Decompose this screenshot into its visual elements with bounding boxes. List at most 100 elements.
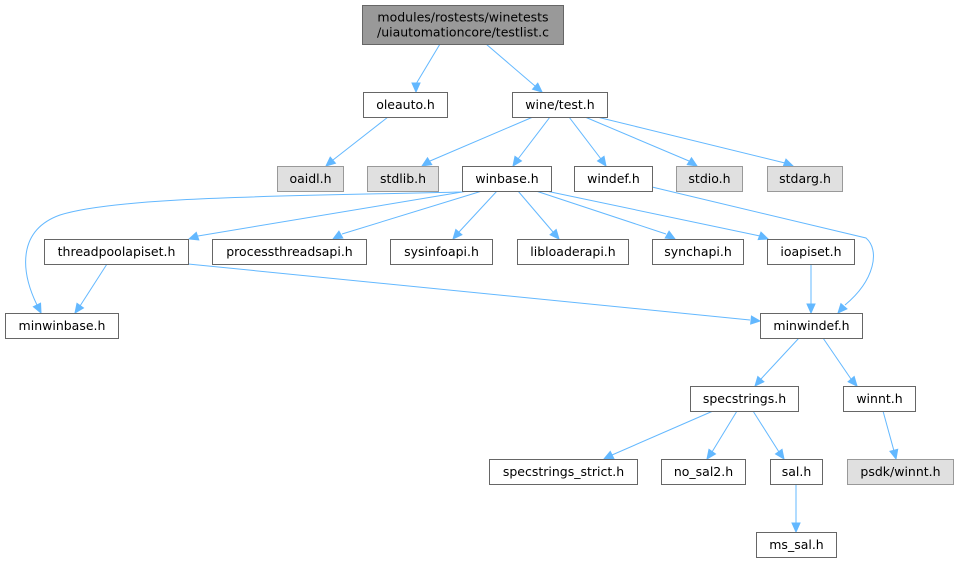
node-stdio[interactable]: stdio.h [676,166,743,192]
node-label: wine/test.h [525,97,594,112]
edge-line [651,186,874,306]
node-box [767,239,855,265]
node-label: stdarg.h [779,171,831,186]
edge-winbase-to-libloaderapi [517,190,560,240]
node-stdlib[interactable]: stdlib.h [367,166,439,192]
node-label: winbase.h [475,171,538,186]
node-box [367,166,439,192]
node-no-sal2[interactable]: no_sal2.h [661,459,746,485]
arrowhead-icon [32,302,42,315]
node-ioapiset[interactable]: ioapiset.h [767,239,855,265]
node-oleauto[interactable]: oleauto.h [363,92,448,118]
node-ms-sal[interactable]: ms_sal.h [756,532,837,558]
edge-line [485,43,536,87]
node-box [277,166,344,192]
edge-ioapiset-to-minwindef [806,264,816,315]
node-label: stdio.h [688,171,730,186]
node-label: minwinbase.h [19,318,106,333]
arrowhead-icon [331,230,344,240]
arrowhead-icon [549,228,560,240]
node-label: ms_sal.h [769,537,823,552]
edge-winbase-to-minwinbase [25,191,463,315]
edge-winbase-to-processthreadsapi [331,190,483,240]
arrowhead-icon [774,448,785,461]
edge-winetest-to-winbase [512,116,551,168]
arrowhead-icon [325,156,337,167]
arrowhead-icon [411,82,421,94]
edge-winbase-to-synchapi [535,190,677,240]
node-sal[interactable]: sal.h [770,459,823,485]
edge-line [517,190,554,233]
node-box [44,239,189,265]
node-label: oleauto.h [376,97,435,112]
arrowhead-icon [782,158,795,168]
edge-winbase-to-threadpoolapiset [187,190,469,241]
arrowhead-icon [602,450,615,460]
arrowhead-icon [596,155,607,168]
node-label: windef.h [587,171,640,186]
node-label: synchapi.h [664,244,732,259]
node-label: ioapiset.h [780,244,841,259]
edge-winetest-to-stdlib [420,116,534,167]
edge-line [197,190,469,237]
node-oaidl[interactable]: oaidl.h [277,166,344,192]
edge-line [458,190,498,233]
node-synchapi[interactable]: synchapi.h [652,239,744,265]
arrowhead-icon [74,302,85,315]
edge-line [752,410,780,453]
edge-specstrings-to-specstrings_strict [602,410,714,460]
arrowhead-icon [750,315,762,325]
node-windef[interactable]: windef.h [574,166,653,192]
edge-minwindef-to-specstrings [754,337,800,387]
node-minwindef[interactable]: minwindef.h [760,313,863,339]
node-winetest[interactable]: wine/test.h [512,92,608,118]
edge-threadpoolapiset-to-minwinbase [74,263,108,315]
node-box [690,386,799,412]
node-label: libloaderapi.h [530,244,615,259]
edge-threadpoolapiset-to-minwindef [187,263,762,325]
arrowhead-icon [847,375,858,387]
node-psdk-winnt[interactable]: psdk/winnt.h [847,459,954,485]
edge-winbase-to-sysinfoapi [452,190,498,240]
nodes-layer: modules/rostests/winetests/uiautomationc… [5,5,954,558]
node-box [847,459,954,485]
node-box [843,386,916,412]
edge-line [545,190,761,237]
node-winbase[interactable]: winbase.h [462,166,552,192]
node-box [390,239,493,265]
edge-line [415,43,441,85]
node-box [362,5,564,45]
node-sysinfoapi[interactable]: sysinfoapi.h [390,239,493,265]
node-specstrings[interactable]: specstrings.h [690,386,799,412]
node-threadpoolapiset[interactable]: threadpoolapiset.h [44,239,189,265]
node-processthreadsapi[interactable]: processthreadsapi.h [212,239,367,265]
arrowhead-icon [757,231,770,241]
edge-specstrings-to-sal [752,410,785,461]
node-label: threadpoolapiset.h [58,244,176,259]
edge-testlist-to-winetest [485,43,543,93]
node-winnt[interactable]: winnt.h [843,386,916,412]
node-label: sysinfoapi.h [404,244,479,259]
arrowhead-icon [754,375,765,387]
node-stdarg[interactable]: stdarg.h [767,166,843,192]
edge-specstrings-to-no_sal2 [706,410,738,461]
node-testlist[interactable]: modules/rostests/winetests/uiautomationc… [362,5,564,45]
edge-line [882,410,895,452]
edge-oleauto-to-oaidl [325,116,389,167]
node-label: specstrings.h [703,391,786,406]
edge-winetest-to-windef [568,116,607,168]
arrowhead-icon [686,156,699,167]
node-label: minwindef.h [773,318,849,333]
node-minwinbase[interactable]: minwinbase.h [5,313,119,339]
node-box [767,166,843,192]
edge-line [341,190,483,235]
node-specstrings-strict[interactable]: specstrings_strict.h [489,459,638,485]
node-box [760,313,863,339]
arrowhead-icon [452,228,463,240]
node-box [676,166,743,192]
node-libloaderapi[interactable]: libloaderapi.h [517,239,629,265]
arrowhead-icon [420,156,433,167]
node-box [517,239,629,265]
node-label: psdk/winnt.h [860,464,940,479]
